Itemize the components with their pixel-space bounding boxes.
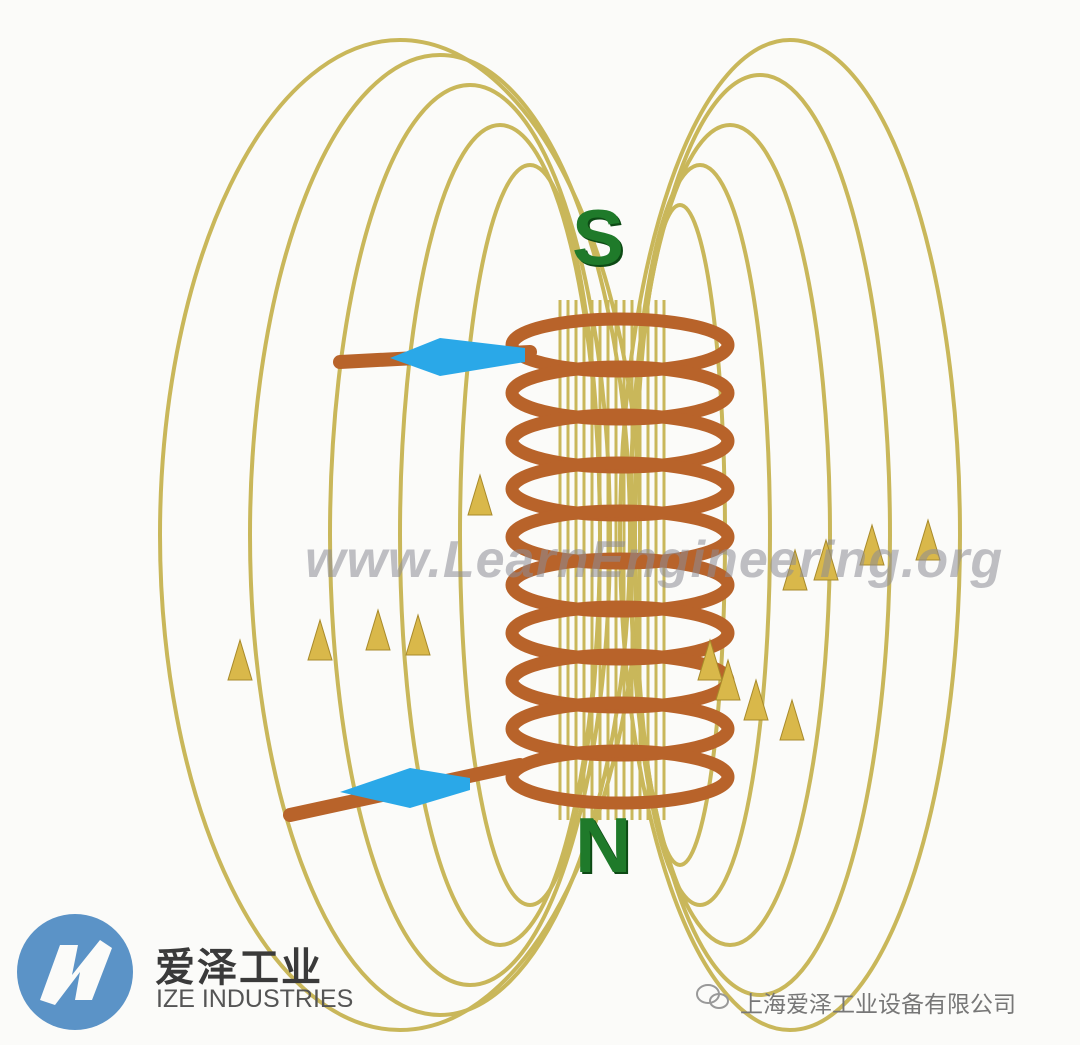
field-arrows: [227, 473, 941, 741]
field-line: [628, 163, 772, 907]
field-arrow: [813, 538, 839, 581]
field-arrow: [779, 698, 805, 741]
field-arrow: [405, 613, 431, 656]
brand-name-cn: 爱泽工业: [155, 946, 323, 990]
field-arrow: [715, 658, 741, 701]
field-arrow: [743, 678, 769, 721]
field-arrow: [697, 638, 723, 681]
ize-logo: [17, 914, 133, 1030]
field-arrow: [915, 518, 941, 561]
watermark: www.LearnEngineering.org: [305, 531, 1004, 589]
field-arrow: [307, 618, 333, 661]
pole-label-north: N: [575, 801, 632, 889]
field-line: [328, 83, 612, 987]
field-line: [618, 38, 962, 1032]
field-arrow: [859, 523, 885, 566]
wechat-icon: [696, 984, 729, 1009]
field-arrow: [782, 548, 808, 591]
coil-turn: [505, 744, 735, 810]
field-arrow: [227, 638, 253, 681]
field-arrow: [467, 473, 493, 516]
field-arrow: [365, 608, 391, 651]
current-arrow-top: [390, 338, 525, 376]
coil: [505, 312, 735, 810]
company-name: 上海爱泽工业设备有限公司: [740, 991, 1016, 1017]
pole-label-south: S: [572, 193, 625, 281]
current-arrows: [283, 338, 537, 822]
brand-name-en: IZE INDUSTRIES: [156, 985, 354, 1013]
current-arrow-bottom: [340, 768, 470, 808]
